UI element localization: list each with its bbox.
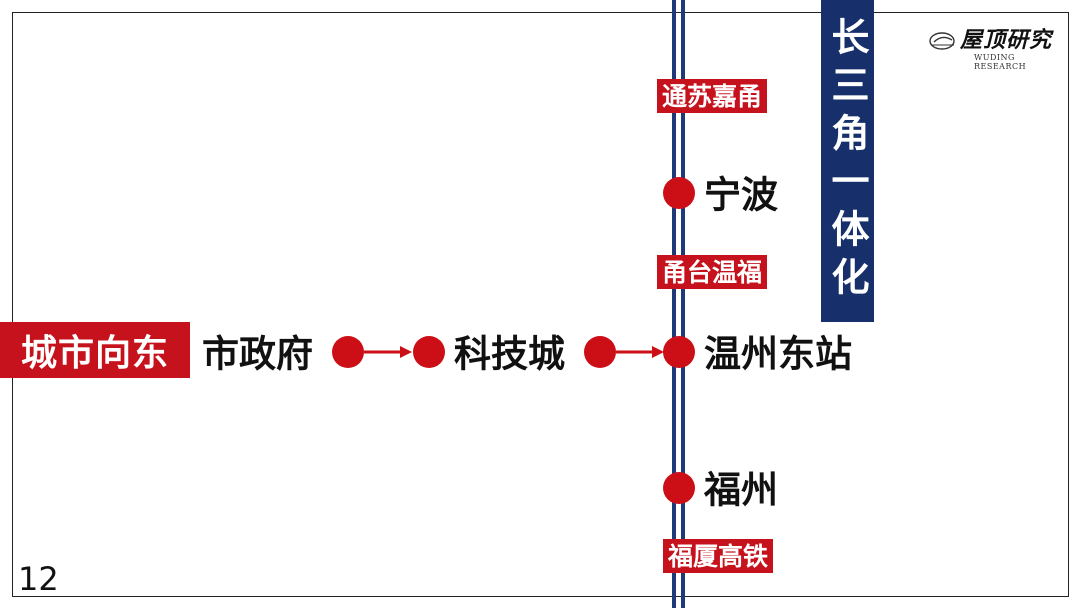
station-label-wenzhou-east: 温州东站	[704, 332, 852, 376]
path-label-tech-city: 科技城	[454, 332, 565, 376]
logo-mark-icon	[929, 32, 955, 50]
yangtze-delta-banner-text: 长三角一体化	[825, 17, 869, 305]
slide-frame	[12, 12, 1069, 597]
yangtze-delta-banner: 长三角一体化	[821, 0, 874, 322]
rail-line-left	[672, 0, 676, 608]
station-label-fuzhou: 福州	[704, 468, 778, 512]
station-node-wenzhou-east	[663, 336, 695, 368]
rail-line-right	[681, 0, 685, 608]
logo: 屋顶研究 WUDING RESEARCH	[926, 20, 1068, 71]
logo-subtitle: WUDING RESEARCH	[974, 53, 1027, 71]
path-node-tech-city	[413, 336, 445, 368]
rail-segment-label-3: 福厦高铁	[662, 539, 774, 573]
station-label-ningbo: 宁波	[704, 173, 778, 217]
page-number: 12	[18, 560, 59, 598]
station-node-ningbo	[663, 177, 695, 209]
station-node-fuzhou	[663, 472, 695, 504]
path-node-city-hall	[332, 336, 364, 368]
path-label-city-hall: 市政府	[202, 332, 313, 376]
path-node-tech-city-exit	[584, 336, 616, 368]
arrow-right-icon	[364, 346, 412, 358]
rail-corridor-track	[671, 0, 689, 608]
city-eastward-label: 城市向东	[0, 322, 190, 378]
rail-segment-label-2: 甬台温福	[656, 255, 768, 289]
arrow-right-icon	[616, 346, 664, 358]
logo-title: 屋顶研究	[960, 27, 1053, 53]
rail-segment-label-1: 通苏嘉甬	[656, 79, 768, 113]
